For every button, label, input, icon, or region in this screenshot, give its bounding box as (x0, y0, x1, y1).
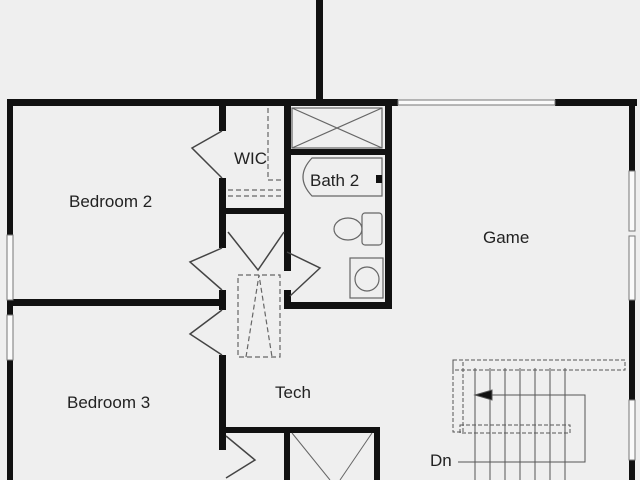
fixtures (228, 107, 384, 358)
wall (284, 99, 291, 271)
wall (7, 99, 13, 235)
doors (188, 130, 373, 480)
room-label-game: Game (483, 228, 530, 247)
wall (316, 0, 323, 104)
wall (374, 427, 380, 480)
window (6, 234, 14, 301)
window (628, 399, 636, 461)
toilet-bowl (333, 217, 363, 241)
tub-faucet (376, 175, 382, 183)
wall (7, 300, 13, 315)
window (6, 314, 14, 361)
wall (7, 99, 398, 106)
wall (224, 427, 380, 433)
door-swing (227, 231, 285, 272)
walls (7, 0, 637, 480)
wall (284, 302, 389, 309)
wall (7, 360, 13, 480)
shower (291, 107, 383, 149)
stair-path (458, 394, 586, 463)
room-label-bath-2: Bath 2 (310, 171, 360, 190)
stair-treads (474, 368, 566, 480)
windows (6, 99, 636, 461)
wall (629, 460, 635, 480)
wall (555, 99, 637, 106)
arrow-icon (473, 389, 493, 401)
wall (7, 299, 225, 306)
closet-door (291, 432, 373, 480)
room-label-bedroom-3: Bedroom 3 (67, 393, 151, 412)
window (628, 235, 636, 301)
wall (224, 208, 286, 214)
shower-cross (291, 107, 383, 149)
wall (288, 149, 388, 155)
sink (354, 266, 380, 292)
wall (629, 300, 635, 400)
wall (385, 99, 392, 309)
stair-rail (459, 424, 571, 434)
closet-shelf (228, 108, 284, 197)
wall (284, 290, 291, 308)
door-swing (225, 435, 257, 479)
vanity (349, 257, 384, 299)
stair-rail (452, 359, 464, 433)
window (628, 170, 636, 232)
wall (219, 355, 226, 450)
bathtub (302, 157, 383, 197)
room-label-wic: WIC (234, 149, 268, 168)
toilet-tank (361, 212, 383, 246)
stair-rail (452, 359, 626, 371)
stairs (452, 359, 626, 480)
door-swing (188, 247, 223, 291)
door-swing (190, 130, 223, 179)
door-swing (286, 251, 322, 297)
stairs-down-label: Dn (430, 451, 452, 470)
attic-access (237, 274, 281, 358)
room-label-bedroom-2: Bedroom 2 (69, 192, 153, 211)
wall (219, 290, 226, 310)
door-swing (188, 309, 223, 356)
window (397, 99, 556, 106)
wall (219, 178, 226, 248)
wall (219, 99, 226, 131)
room-label-tech: Tech (275, 383, 311, 402)
wall (284, 430, 290, 480)
wall (629, 99, 635, 171)
